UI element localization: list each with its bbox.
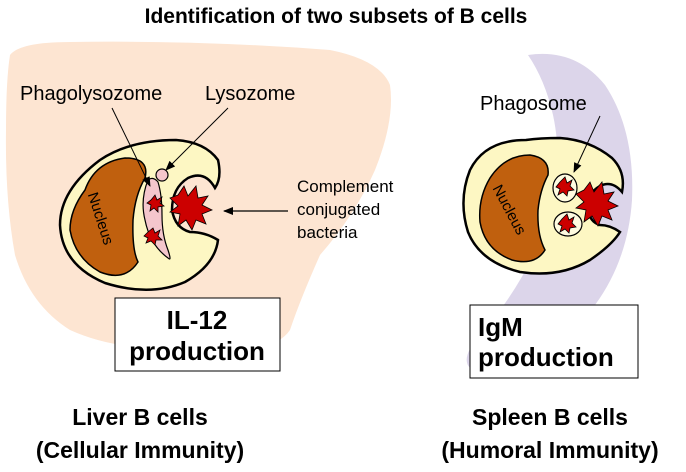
spleen-complement-bacterium <box>575 181 619 227</box>
liver-caption-line1: Liver B cells <box>72 404 208 430</box>
liver-cell-nucleus <box>69 157 147 277</box>
phagolysozome-label: Phagolysozome <box>20 83 162 105</box>
phagosome-bacterium-2 <box>557 213 577 234</box>
lysozome-pointer <box>165 107 229 171</box>
spleen-b-cell: Nucleus <box>462 136 625 275</box>
igm-box-line2: production <box>478 342 614 372</box>
il12-box-line1: IL-12 <box>167 305 228 335</box>
spleen-organ-shape <box>466 53 633 373</box>
phagolysozome-bacterium-2 <box>143 227 163 246</box>
liver-b-cell: Nucleus <box>58 138 221 291</box>
il12-box-line2: production <box>129 336 265 366</box>
complement-bacterium <box>169 185 213 231</box>
igm-production-box <box>469 304 639 379</box>
complement-label-line3: bacteria <box>297 223 358 242</box>
il12-production-box <box>114 297 281 372</box>
diagram-title: Identification of two subsets of B cells <box>145 5 528 28</box>
complement-label-line1: Complement <box>297 177 394 196</box>
phagosome-bacterium-1 <box>555 176 575 197</box>
phagolysozome-vesicle <box>142 177 171 260</box>
phagosome-pointer <box>573 115 601 173</box>
lysozome-label: Lysozome <box>205 83 295 105</box>
lysozome-vesicle <box>155 168 169 182</box>
phagosome-label: Phagosome <box>480 93 587 115</box>
phagolysozome-pointer <box>111 107 151 187</box>
spleen-cell-nucleus <box>478 154 549 263</box>
phagolysozome-bacterium-1 <box>146 194 165 213</box>
liver-caption-line2: (Cellular Immunity) <box>36 437 244 463</box>
igm-box-line1: IgM <box>478 312 523 342</box>
complement-label-line2: conjugated <box>297 200 380 219</box>
spleen-caption-line2: (Humoral Immunity) <box>441 437 658 463</box>
spleen-caption-line1: Spleen B cells <box>472 404 628 430</box>
